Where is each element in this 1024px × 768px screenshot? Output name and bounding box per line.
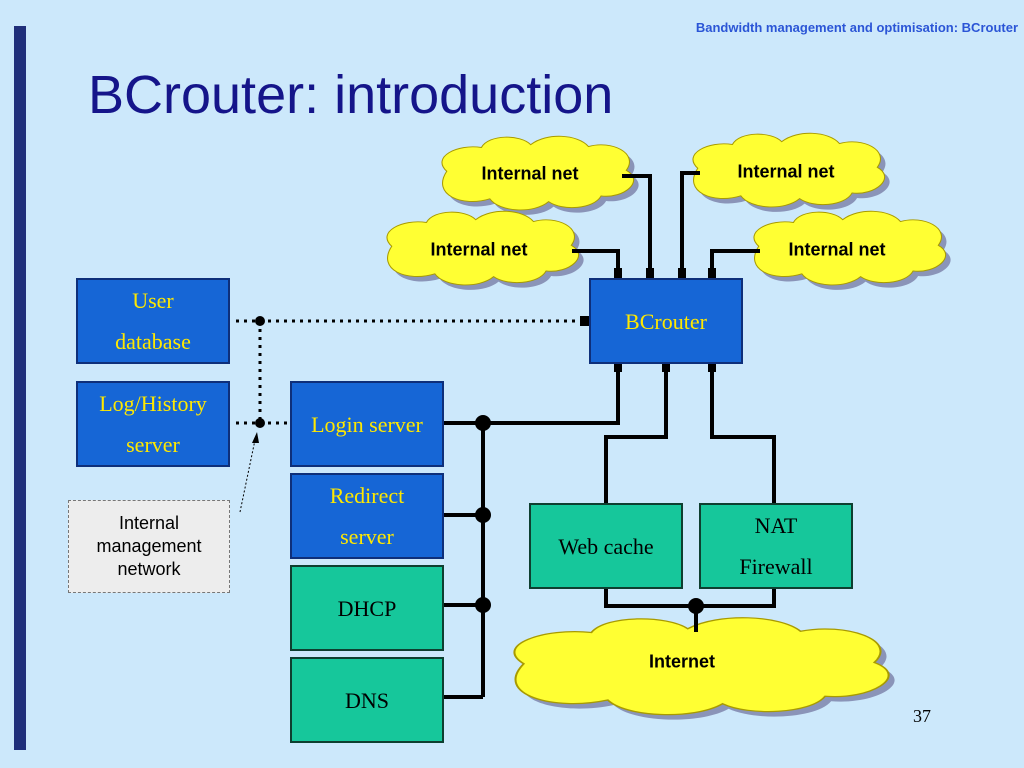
dns-label: DNS bbox=[344, 687, 389, 713]
internet-label: Internet bbox=[648, 651, 716, 672]
bcrouter-label: BCrouter bbox=[625, 308, 707, 334]
server-bus bbox=[443, 421, 485, 699]
dns-box: DNS bbox=[290, 657, 444, 743]
left-accent-bar bbox=[14, 26, 26, 750]
dhcp-label: DHCP bbox=[337, 595, 397, 621]
router-downlinks bbox=[483, 372, 776, 503]
management-junctions bbox=[255, 316, 265, 428]
internal-net-label-4: Internal net bbox=[788, 239, 886, 260]
slide-title: BCrouter: introduction bbox=[88, 65, 614, 125]
running-header: Bandwidth management and optimisation: B… bbox=[695, 20, 1018, 35]
internal-net-label-2: Internal net bbox=[737, 161, 835, 182]
bcrouter-box: BCrouter bbox=[589, 278, 743, 364]
internal-net-label-1: Internal net bbox=[481, 163, 579, 184]
router-ports bbox=[580, 268, 716, 372]
dhcp-box: DHCP bbox=[290, 565, 444, 651]
web-cache-box: Web cache bbox=[529, 503, 683, 589]
login-server-box: Login server bbox=[290, 381, 444, 467]
internal-net-label-3: Internal net bbox=[430, 239, 528, 260]
page-number: 37 bbox=[913, 706, 931, 726]
note-pointer-arrow bbox=[239, 432, 259, 513]
login-server-label: Login server bbox=[311, 411, 423, 437]
web-cache-label: Web cache bbox=[558, 533, 654, 559]
internet-links bbox=[604, 588, 776, 632]
